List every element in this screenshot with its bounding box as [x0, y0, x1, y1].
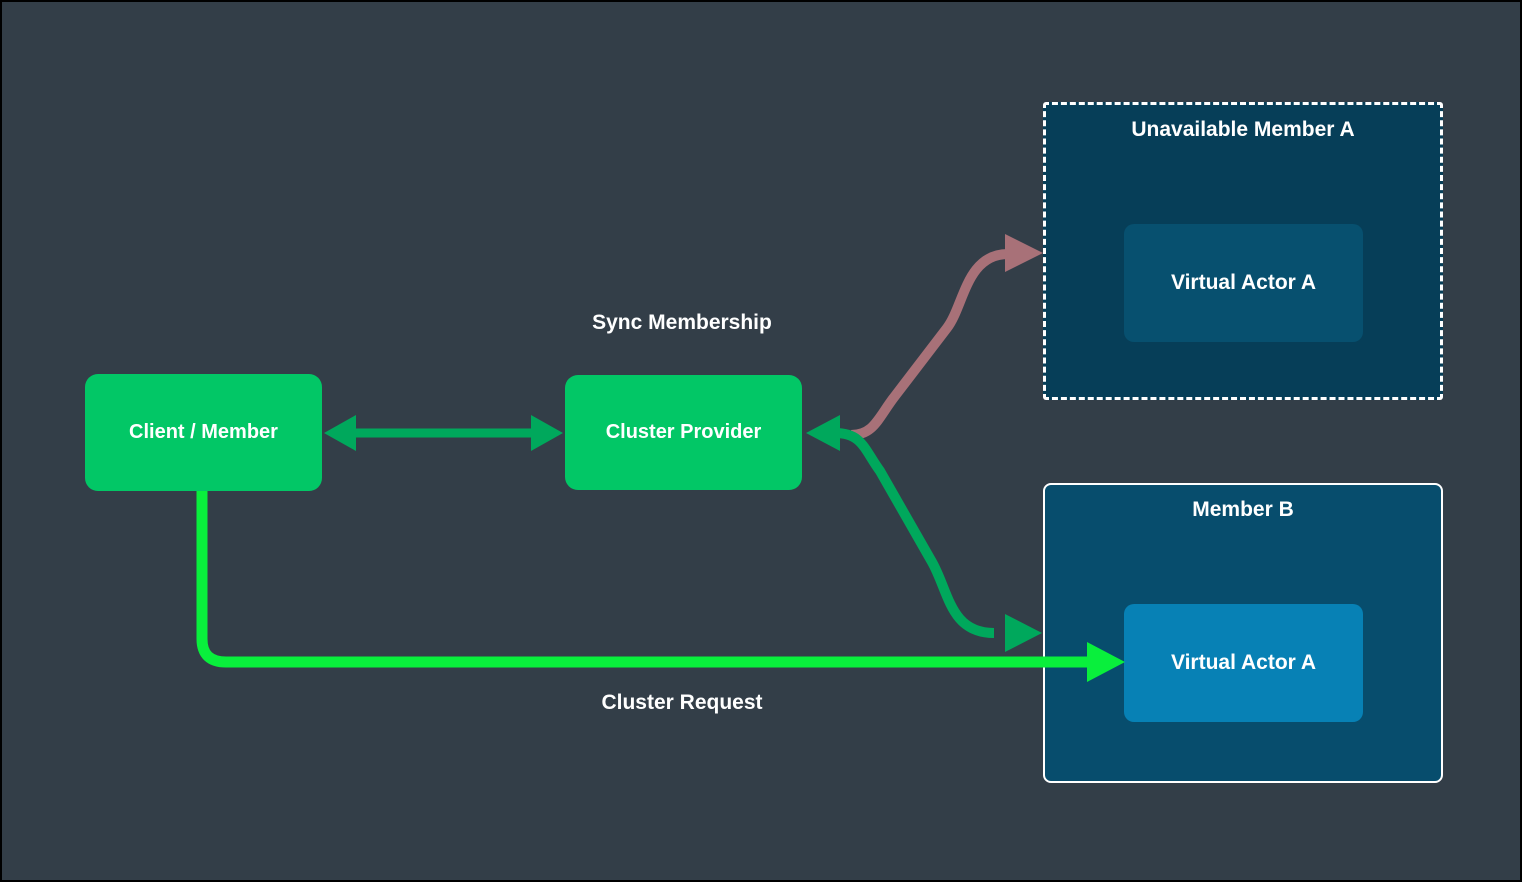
node-member-b: Member B Virtual Actor A: [1043, 483, 1443, 783]
edge-sync-membership-arrowhead-right: [531, 415, 563, 451]
node-client-member: Client / Member: [85, 374, 322, 491]
node-cluster-provider-label: Cluster Provider: [605, 421, 762, 443]
node-virtual-actor-a-unavailable: Virtual Actor A: [1124, 224, 1363, 342]
edge-provider-to-member-b-arrowhead-right: [1005, 614, 1042, 652]
node-unavailable-member-a: Unavailable Member A Virtual Actor A: [1043, 102, 1443, 400]
node-cluster-provider: Cluster Provider: [565, 375, 802, 490]
edge-provider-to-member-b: [834, 428, 995, 638]
node-client-member-label: Client / Member: [129, 421, 278, 443]
edge-cluster-request: [196, 491, 1088, 668]
edge-sync-membership-arrowhead-left: [324, 415, 356, 451]
edge-provider-to-unavailable-arrowhead: [1005, 234, 1043, 272]
edge-label-cluster-request: Cluster Request: [601, 691, 763, 714]
node-virtual-actor-a-member-b: Virtual Actor A: [1124, 604, 1363, 722]
node-virtual-actor-a-unavailable-label: Virtual Actor A: [1170, 271, 1317, 294]
node-unavailable-member-a-title: Unavailable Member A: [1131, 118, 1355, 141]
node-member-b-title: Member B: [1192, 498, 1294, 521]
node-virtual-actor-a-member-b-label: Virtual Actor A: [1170, 651, 1317, 674]
edge-provider-to-unavailable: [850, 249, 1009, 440]
edge-label-sync-membership: Sync Membership: [592, 311, 772, 334]
edge-provider-to-member-b-arrowhead-left: [806, 415, 840, 451]
